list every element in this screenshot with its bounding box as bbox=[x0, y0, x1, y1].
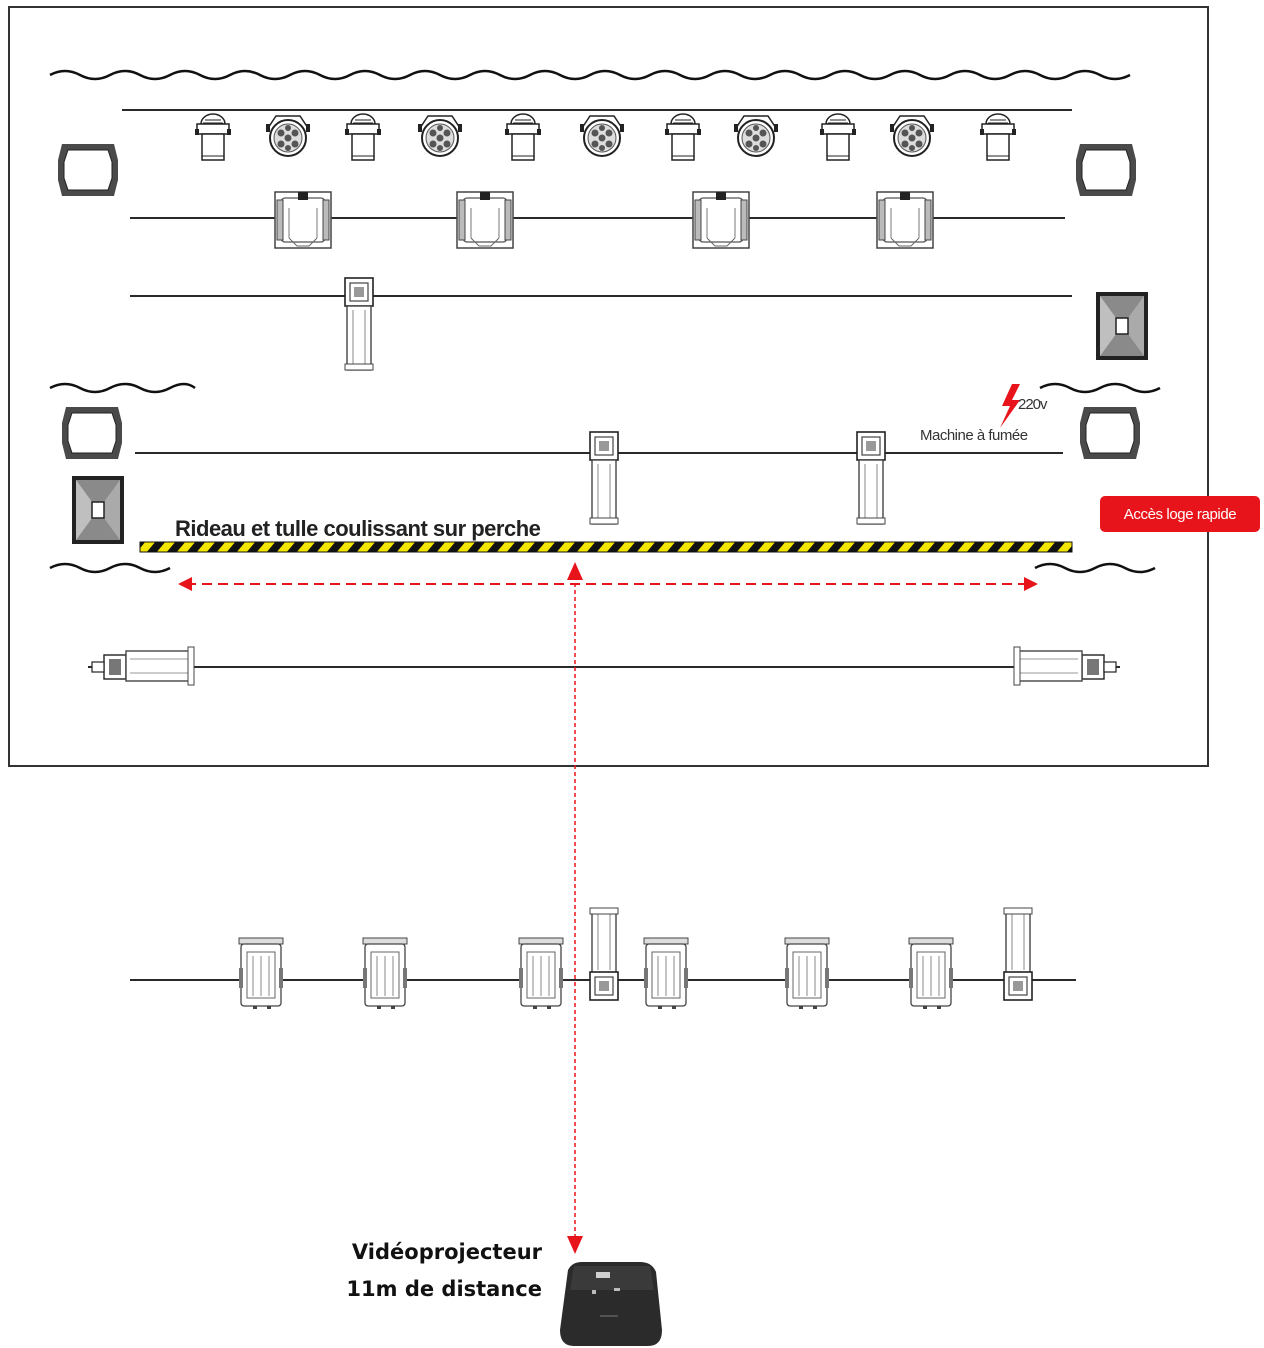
wash-light-icon bbox=[643, 937, 689, 1010]
arrow-left-icon bbox=[178, 577, 192, 591]
curtain-leg-right-upper bbox=[1039, 382, 1161, 394]
curtain-leg-left-upper bbox=[49, 382, 196, 394]
stage-monitor-icon bbox=[57, 143, 119, 197]
arrow-down-icon bbox=[567, 1236, 583, 1254]
arrow-up-icon bbox=[567, 562, 583, 580]
lightning-bolt-icon bbox=[1000, 384, 1020, 428]
moving-head-icon bbox=[589, 431, 619, 525]
moving-head-icon bbox=[856, 431, 886, 525]
moving-head-icon bbox=[344, 277, 374, 371]
arrow-right-icon bbox=[1024, 577, 1038, 591]
speaker-icon bbox=[71, 475, 125, 545]
wash-light-icon bbox=[362, 937, 408, 1010]
moving-head-icon bbox=[1003, 907, 1033, 1001]
video-projector-icon bbox=[560, 1262, 662, 1346]
wash-light-icon bbox=[518, 937, 564, 1010]
wash-light-icon bbox=[784, 937, 830, 1010]
moving-head-icon bbox=[589, 907, 619, 1001]
wash-light-icon bbox=[876, 191, 934, 249]
stage-monitor-icon bbox=[61, 406, 123, 460]
projector-label-name: Vidéoprojecteur bbox=[351, 1240, 542, 1264]
wash-light-icon bbox=[456, 191, 514, 249]
curtain-label: Rideau et tulle coulissant sur perche bbox=[175, 516, 541, 541]
smoke-machine-label: Machine à fumée bbox=[920, 427, 1028, 444]
wash-light-icon bbox=[692, 191, 750, 249]
wash-light-icon bbox=[908, 937, 954, 1010]
curtain-track bbox=[139, 541, 1073, 553]
stage-monitor-icon bbox=[1075, 143, 1137, 197]
curtain-border-back bbox=[49, 69, 1131, 81]
curtain-leg-right-lower bbox=[1034, 562, 1156, 574]
quick-access-badge: Accès loge rapide bbox=[1100, 496, 1260, 532]
projector-label-distance: 11m de distance bbox=[346, 1277, 542, 1301]
wash-light-icon bbox=[238, 937, 284, 1010]
voltage-label: 220v bbox=[1018, 396, 1048, 413]
speaker-icon bbox=[1095, 291, 1149, 361]
wash-light-icon bbox=[274, 191, 332, 249]
stage-monitor-icon bbox=[1079, 406, 1141, 460]
projector-label: Vidéoprojecteur 11m de distance bbox=[300, 1234, 542, 1308]
curtain-leg-left-lower bbox=[49, 562, 171, 574]
